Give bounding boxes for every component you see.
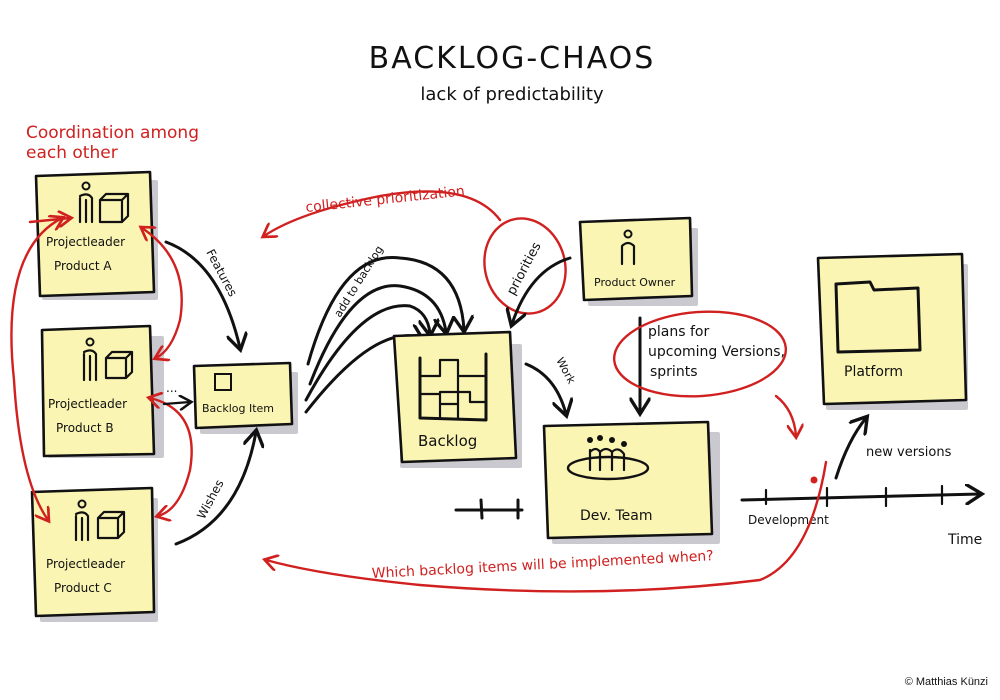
plans-to-timeline-arrow	[774, 394, 796, 436]
collective-prioritization-annotation: collective prioritization	[305, 183, 466, 216]
person-with-box-icon	[74, 499, 126, 542]
diagram-subtitle: lack of predictability	[420, 84, 604, 105]
collective-prioritization-arrow	[264, 190, 502, 236]
note-projectleader-b-line2: Product B	[56, 421, 114, 435]
timeline-label-time: Time	[947, 532, 982, 548]
arrow-label-new-versions: new versions	[866, 445, 952, 460]
dev-team-tick-line	[454, 498, 524, 520]
priorities-circle	[483, 217, 567, 315]
note-backlog-label: Backlog	[418, 432, 477, 450]
which-items-arrow	[266, 460, 828, 593]
square-icon	[214, 373, 232, 391]
person-icon	[620, 229, 636, 266]
coordination-arrow-b-c	[150, 398, 193, 516]
folder-icon	[834, 280, 922, 354]
person-with-box-icon	[78, 181, 130, 224]
person-with-box-icon	[82, 337, 134, 382]
team-icon	[566, 435, 650, 481]
arrow-label-add-to-backlog: add to backlog	[332, 243, 386, 319]
priorities-label: priorities	[504, 240, 544, 298]
note-projectleader-a-line1: Projectleader	[46, 235, 125, 249]
note-product-owner: Product Owner	[578, 216, 698, 306]
arrow-plb-to-backlog-item	[162, 402, 190, 404]
note-projectleader-a: Projectleader Product A	[34, 170, 158, 300]
stacked-blocks-icon	[418, 352, 488, 422]
note-dev-team-label: Dev. Team	[580, 508, 653, 524]
coordination-arrow-a-c	[10, 218, 62, 520]
note-backlog-item-label: Backlog Item	[202, 402, 274, 415]
coordination-annotation-line2: each other	[26, 143, 118, 163]
arrow-wishes	[174, 432, 256, 546]
note-projectleader-c: Projectleader Product C	[30, 486, 158, 622]
arrow-label-work: Work	[553, 355, 578, 386]
note-projectleader-c-line2: Product C	[54, 581, 112, 595]
ellipsis-label: ...	[166, 381, 177, 395]
note-platform-label: Platform	[844, 364, 903, 380]
note-dev-team: Dev. Team	[542, 420, 720, 544]
note-product-owner-label: Product Owner	[594, 276, 676, 289]
timeline-label-development: Development	[748, 513, 829, 527]
note-backlog: Backlog	[392, 330, 522, 468]
copyright-notice: © Matthias Künzi	[904, 676, 988, 688]
timeline-current-marker	[810, 476, 818, 484]
note-projectleader-b: Projectleader Product B	[40, 324, 164, 458]
arrow-new-versions	[834, 418, 866, 480]
coordination-arrow-a-b	[142, 228, 183, 358]
coordination-annotation-line1: Coordination among	[26, 123, 199, 143]
arrow-work	[524, 362, 566, 414]
note-backlog-item: Backlog Item	[192, 361, 298, 434]
plans-line2: upcoming Versions,	[648, 344, 785, 360]
plans-line3: sprints	[650, 364, 697, 380]
timeline	[740, 476, 980, 508]
note-platform: Platform	[816, 252, 968, 410]
arrow-priorities-to-backlog	[512, 256, 572, 324]
note-projectleader-c-line1: Projectleader	[46, 557, 125, 571]
plans-line1: plans for	[648, 324, 709, 340]
diagram-title: BACKLOG-CHAOS	[369, 41, 656, 76]
which-items-annotation: Which backlog items will be implemented …	[371, 548, 714, 582]
arrow-label-wishes: Wishes	[194, 477, 226, 521]
note-projectleader-b-line1: Projectleader	[48, 397, 127, 411]
note-projectleader-a-line2: Product A	[54, 259, 112, 273]
plans-circle	[612, 310, 788, 398]
coordination-arrow-into-a	[28, 218, 70, 222]
arrow-features	[164, 240, 240, 348]
